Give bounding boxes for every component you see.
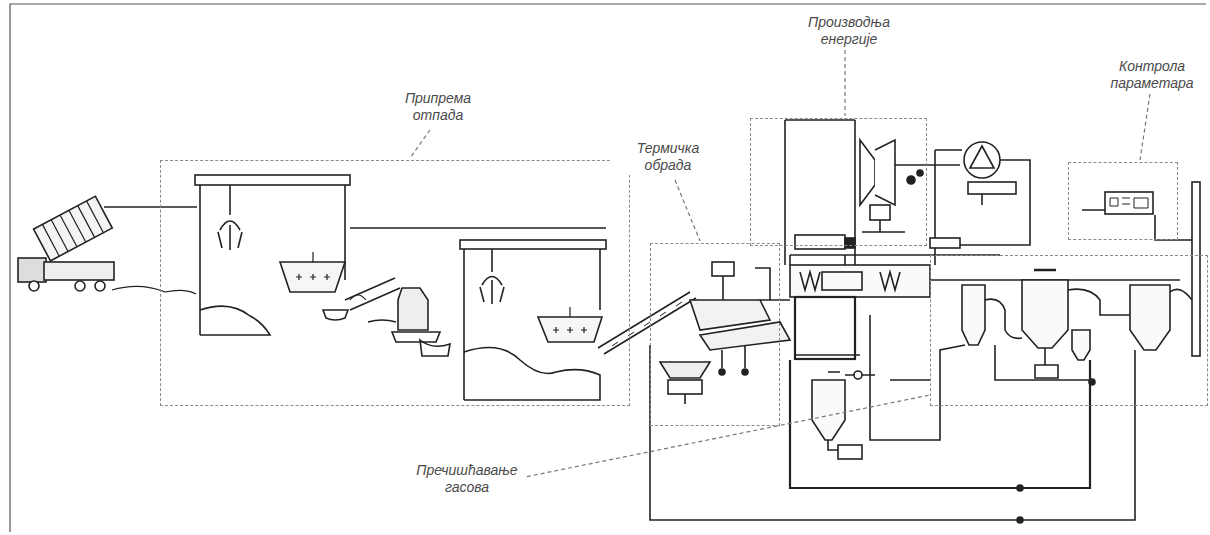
region-box: Термичка обрада <box>650 243 780 426</box>
region-box: Производња енергије <box>750 118 927 246</box>
region-label: Производња енергије <box>787 13 911 49</box>
region-label: Термичка обрада <box>611 139 725 175</box>
region-box: Пречишћавање гасова <box>930 255 1208 406</box>
region-label: Припрема отпада <box>381 89 495 125</box>
region-label: Пречишћавање гасова <box>409 461 525 497</box>
region-box: Контрола параметара <box>1068 162 1178 240</box>
region-box: Припрема отпада <box>160 160 630 406</box>
region-label: Контрола параметара <box>1100 57 1204 93</box>
